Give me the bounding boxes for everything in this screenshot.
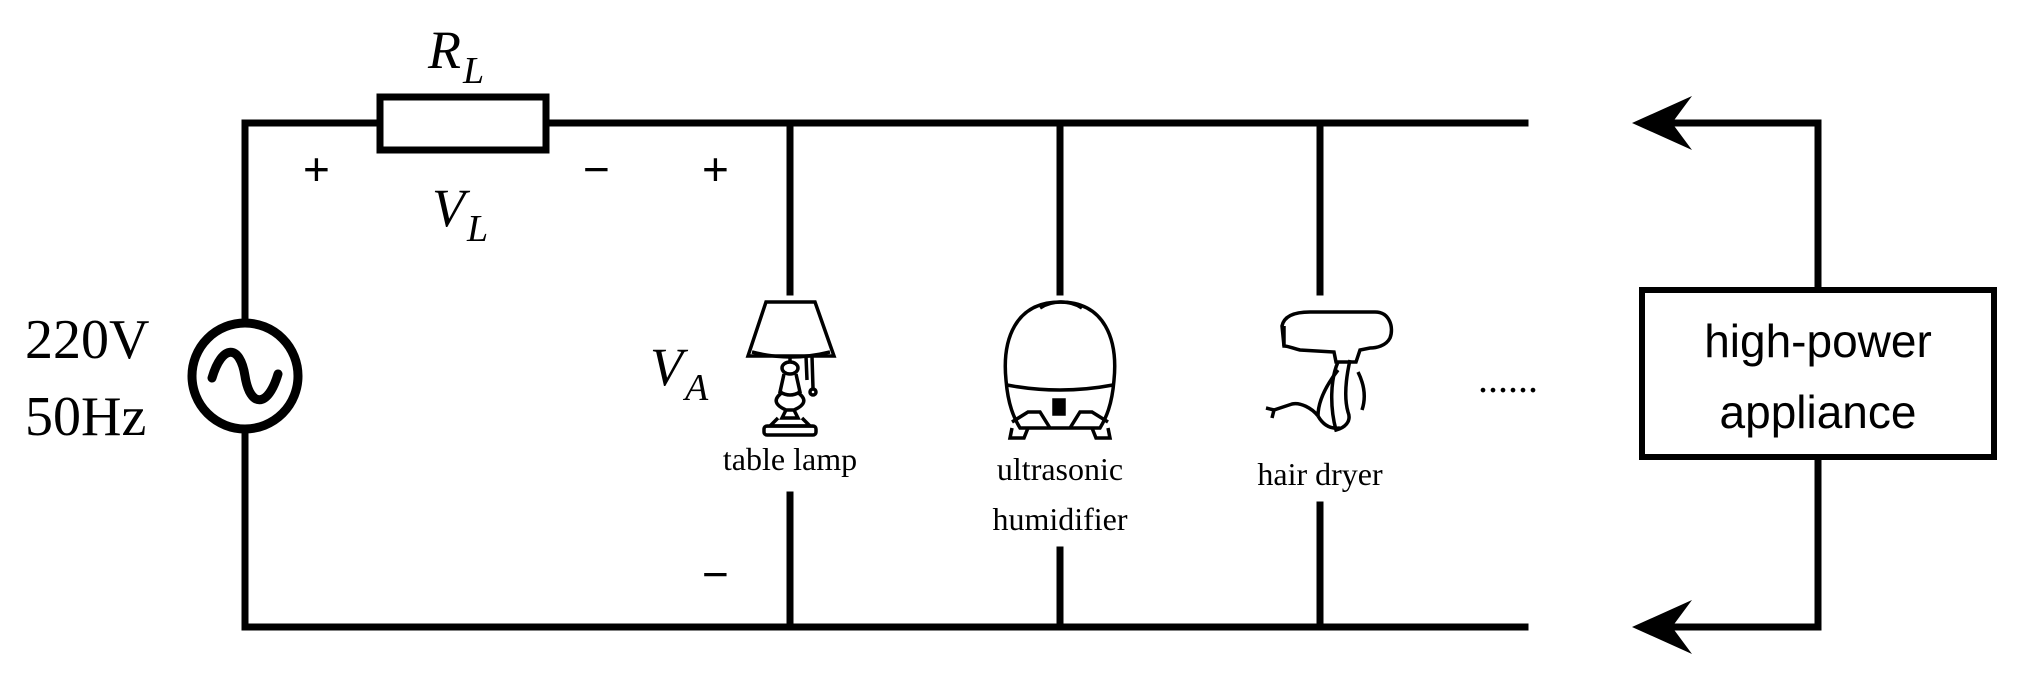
appliance-label-lamp: table lamp: [723, 441, 857, 477]
source-voltage: 220V: [25, 309, 149, 371]
appliance-label-dryer: hair dryer: [1257, 456, 1383, 492]
source-frequency: 50Hz: [25, 386, 146, 448]
humidifier-icon: [1003, 300, 1117, 440]
line-voltage-label: VL: [432, 178, 488, 250]
line-minus: −: [583, 143, 610, 195]
appliance-voltage-label: VA: [650, 337, 709, 409]
high-power-label-1: high-power: [1704, 315, 1932, 367]
high-power-label-2: appliance: [1720, 386, 1917, 438]
resistor-name: RL: [427, 20, 484, 92]
line-plus: +: [303, 143, 330, 195]
high-power-box: [1639, 287, 1997, 460]
high-power-loop: [1632, 96, 1997, 654]
line-voltage-sub: L: [466, 208, 488, 250]
resistor-name-sub: L: [462, 50, 484, 92]
more-appliances-ellipsis: ......: [1478, 356, 1538, 401]
line-voltage-main: V: [432, 178, 471, 238]
arrow-left-bottom-icon: [1632, 600, 1692, 654]
arrow-left-top-icon: [1632, 96, 1692, 150]
appliance-minus: −: [702, 548, 729, 600]
appliance-voltage-main: V: [650, 337, 689, 397]
resistor-name-main: R: [427, 20, 461, 80]
resistor-rl: [376, 93, 550, 154]
hair-dryer-icon: [1265, 310, 1394, 433]
table-lamp-icon: [745, 300, 837, 437]
appliance-voltage-sub: A: [682, 367, 709, 409]
appliance-plus: +: [702, 143, 729, 195]
appliance-label-humidifier-2: humidifier: [992, 501, 1127, 537]
ac-source-icon: [187, 318, 303, 434]
appliance-label-humidifier-1: ultrasonic: [997, 451, 1123, 487]
circuit-wires: [241, 119, 1529, 631]
